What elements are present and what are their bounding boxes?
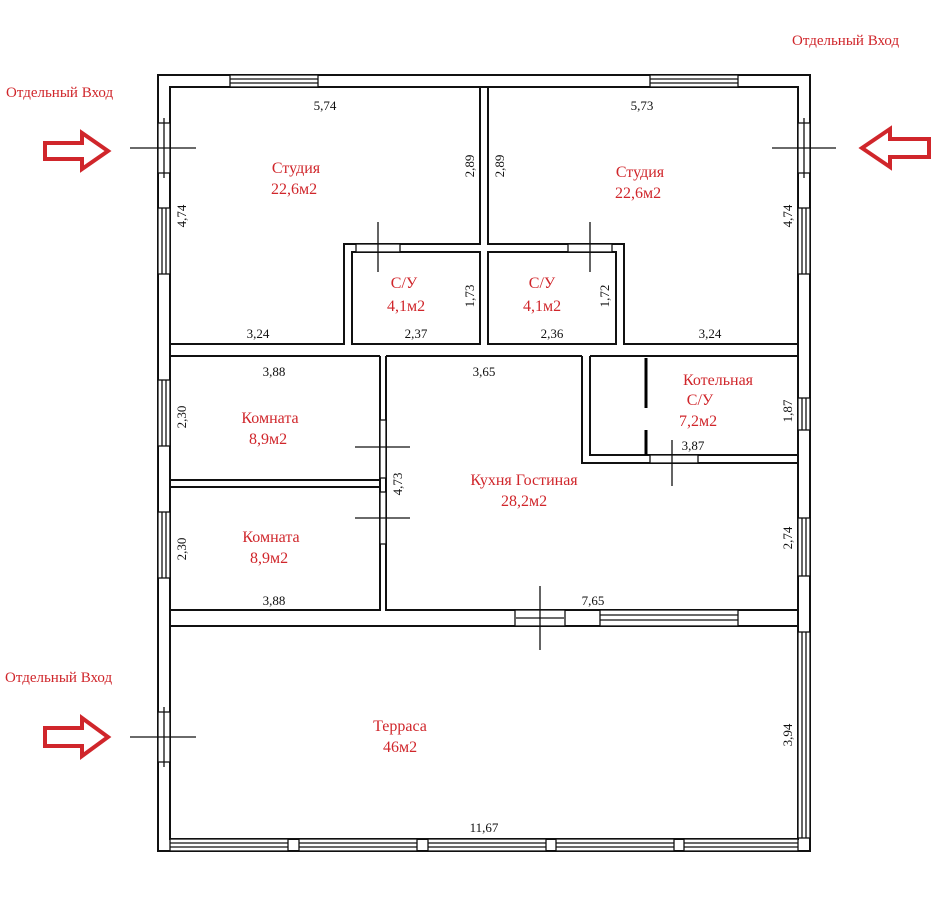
dim-studio-right-side: 4,74 bbox=[780, 204, 795, 227]
entry-arrow-icon bbox=[858, 125, 931, 171]
terrace-name: Терраса bbox=[373, 718, 427, 735]
studio-right-area: 22,6м2 bbox=[615, 185, 661, 202]
boiler-wall bbox=[589, 356, 798, 456]
bath-left-area: 4,1м2 bbox=[387, 298, 425, 315]
entry-arrow-icon bbox=[43, 714, 112, 760]
dim-boiler-side: 1,87 bbox=[780, 399, 795, 422]
dim-room-lower-bottom: 3,88 bbox=[263, 593, 286, 608]
door-markers bbox=[130, 118, 836, 767]
dim-terrace-bottom: 11,67 bbox=[470, 820, 499, 835]
dim-kitchen-right: 2,74 bbox=[780, 526, 795, 549]
bath-right-name: С/У bbox=[529, 275, 556, 292]
dim-studio-left-top: 5,74 bbox=[314, 98, 337, 113]
room-lower-name: Комната bbox=[242, 529, 299, 546]
dim-room-lower-side: 2,30 bbox=[174, 538, 189, 561]
dim-bath-right-bottom: 2,36 bbox=[541, 326, 564, 341]
dimension-labels-vertical: 4,74 4,74 2,89 2,89 1,73 1,72 2,30 2,30 … bbox=[174, 155, 795, 747]
dim-kitchen-left: 4,73 bbox=[390, 473, 405, 496]
dim-terrace-side: 3,94 bbox=[780, 723, 795, 746]
studio-left-name: Студия bbox=[272, 160, 321, 177]
boiler-name-2: С/У bbox=[687, 392, 714, 409]
window-icon bbox=[157, 74, 811, 852]
studio-left-wall bbox=[170, 87, 481, 345]
dim-studio-left-side: 4,74 bbox=[174, 204, 189, 227]
dim-studio-right-bottom: 3,24 bbox=[699, 326, 722, 341]
room-lower-wall bbox=[170, 486, 381, 611]
dim-bath-left-side: 1,73 bbox=[462, 285, 477, 308]
dim-boiler-bottom: 3,87 bbox=[682, 438, 705, 453]
walls bbox=[157, 74, 811, 852]
studio-right-wall bbox=[487, 87, 798, 345]
bath-right-area: 4,1м2 bbox=[523, 298, 561, 315]
dim-room-upper-top: 3,88 bbox=[263, 364, 286, 379]
boiler-area: 7,2м2 bbox=[679, 413, 717, 430]
dim-studio-right-top: 5,73 bbox=[631, 98, 654, 113]
bath-left-wall bbox=[351, 251, 481, 345]
kitchen-name: Кухня Гостиная bbox=[470, 472, 578, 489]
entry-label-top-left: Отдельный Вход bbox=[6, 85, 114, 101]
kitchen-wall-top bbox=[581, 356, 798, 464]
room-labels: Студия 22,6м2 Студия 22,6м2 С/У 4,1м2 С/… bbox=[241, 160, 753, 756]
dim-kitchen-top: 3,65 bbox=[473, 364, 496, 379]
bath-right-wall bbox=[487, 251, 617, 345]
dim-bath-left-bottom: 2,37 bbox=[405, 326, 428, 341]
kitchen-area: 28,2м2 bbox=[501, 493, 547, 510]
dim-kitchen-bottom: 7,65 bbox=[582, 593, 605, 608]
entry-arrow-icon bbox=[43, 129, 112, 173]
dim-room-upper-side: 2,30 bbox=[174, 406, 189, 429]
dim-studio-left-inner: 2,89 bbox=[462, 155, 477, 178]
room-lower-area: 8,9м2 bbox=[250, 550, 288, 567]
bath-left-name: С/У bbox=[391, 275, 418, 292]
studio-right-name: Студия bbox=[616, 164, 665, 181]
entry-label-top-right: Отдельный Вход bbox=[792, 33, 900, 49]
room-upper-name: Комната bbox=[241, 410, 298, 427]
dim-bath-right-side: 1,72 bbox=[597, 285, 612, 308]
terrace-area: 46м2 bbox=[383, 739, 417, 756]
dimension-labels: 5,74 5,73 3,24 3,24 2,37 2,36 3,88 3,65 … bbox=[247, 98, 722, 835]
studio-left-area: 22,6м2 bbox=[271, 181, 317, 198]
entry-label-bottom-left: Отдельный Вход bbox=[5, 670, 113, 686]
dim-studio-right-inner: 2,89 bbox=[492, 155, 507, 178]
dim-studio-left-bottom: 3,24 bbox=[247, 326, 270, 341]
boiler-name: Котельная bbox=[683, 372, 754, 389]
kitchen-wall bbox=[385, 356, 798, 611]
room-upper-area: 8,9м2 bbox=[249, 431, 287, 448]
